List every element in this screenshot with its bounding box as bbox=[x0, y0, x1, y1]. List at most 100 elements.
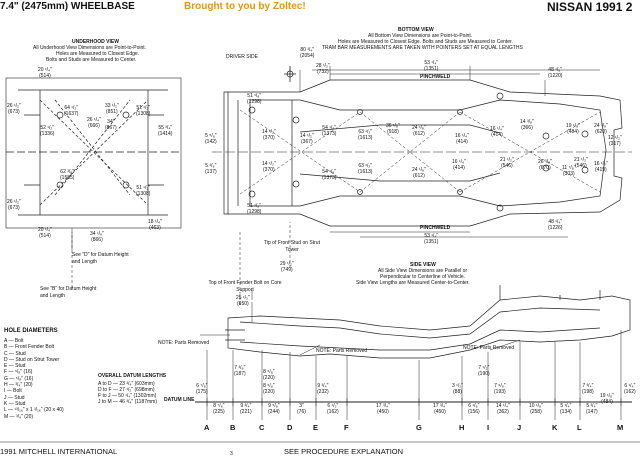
hole-item: G — ⁵/₈" (16) bbox=[4, 375, 34, 382]
datum-letter: J bbox=[517, 423, 522, 432]
bottom-dim: 48 ¹/₈"(1220) bbox=[548, 67, 563, 79]
bottom-dim: 24 ¹/₈"(612) bbox=[412, 125, 426, 137]
underhood-dim: 26 ¹/₂"(673) bbox=[7, 103, 21, 115]
bottom-dim: 48 ¹/₄"(1226) bbox=[548, 219, 563, 231]
bottom-dim: 5 ⁵/₈"(142) bbox=[205, 133, 217, 145]
datum-letter: C bbox=[259, 423, 265, 432]
bottom-dim: 14 ¹/₂"(370) bbox=[262, 129, 276, 141]
side-height-dim: 8 ⁵/₈"(220) bbox=[263, 383, 275, 395]
underhood-dim: 18 ¹/₄"(463) bbox=[148, 219, 162, 231]
bottom-view-outline bbox=[212, 66, 632, 238]
bottom-dim: 63 ¹/₂"(1613) bbox=[358, 163, 373, 175]
overall-datum-list: A to D — 23 ³/₄" (603mm) D to F — 27 ¹/₂… bbox=[98, 381, 157, 405]
side-height-dim: 8 ⁵/₈"(220) bbox=[263, 369, 275, 381]
bottom-title: BOTTOM VIEW bbox=[398, 27, 434, 33]
hole-item: A — Bolt bbox=[4, 338, 24, 344]
bottom-note-1: All Bottom View Dimensions are Point-to-… bbox=[368, 33, 473, 39]
side-height-dim: 7 ⁵/₈"(193) bbox=[494, 383, 506, 395]
hole-item: D — Stud on Strut Tower bbox=[4, 356, 60, 363]
hole-item: B — Front Fender Bolt bbox=[4, 344, 55, 351]
parts-removed-note: NOTE: Parts Removed bbox=[158, 340, 210, 346]
bottom-dim: 36 ¹/₈"(918) bbox=[386, 123, 400, 135]
underhood-dim: 55 ³/₄"(1414) bbox=[158, 125, 173, 137]
bottom-dim: 28 ¹/₂"(732) bbox=[316, 63, 330, 75]
bottom-dim: 5 ³/₈"(137) bbox=[205, 163, 217, 175]
model-heading: NISSAN 1991 2 bbox=[547, 0, 633, 14]
underhood-note-1: All Underhood View Dimensions are Point-… bbox=[33, 45, 147, 51]
datum-letter: D bbox=[287, 423, 293, 432]
overall-item: J to M — 46 ³/₄" (1187mm) bbox=[98, 399, 158, 405]
side-length-dim: 5 ³/₄"(147) bbox=[586, 403, 598, 415]
hole-item: E — Stud bbox=[4, 363, 26, 370]
side-view-outline bbox=[225, 285, 631, 359]
hole-item: K — Stud bbox=[4, 400, 26, 407]
bottom-dim: 51 ¹/₈"(1298) bbox=[247, 203, 262, 215]
wheelbase-heading: 7.4" (2475mm) WHEELBASE bbox=[0, 1, 135, 12]
underhood-dim: 51 ¹/₂"(1308) bbox=[136, 185, 151, 197]
underhood-note-3: Bolts and Studs are Measured to Center. bbox=[46, 57, 137, 63]
overall-item: A to D — 23 ³/₄" (603mm) bbox=[98, 381, 155, 387]
bottom-dim: 53 ¹/₄"(1351) bbox=[424, 233, 439, 245]
side-length-dim: 9 ³/₄"(221) bbox=[240, 403, 252, 415]
underhood-dim: 34 ¹/₈"(866) bbox=[90, 231, 104, 243]
datum-letter: B bbox=[230, 423, 236, 432]
overall-item: F to J — 50 ¹/₄" (1302mm) bbox=[98, 393, 157, 399]
underhood-dim: 64 ¹/₂"(1637) bbox=[64, 105, 79, 117]
front-fender-label: Top of Front Fender Bolt on Core Support bbox=[208, 280, 282, 293]
bottom-dim: 54 ¹/₈"(1373) bbox=[322, 169, 337, 181]
bottom-dim: 21 ¹/₂"(546) bbox=[574, 157, 588, 169]
underhood-dim: 26 ¹/₂"(673) bbox=[7, 199, 21, 211]
bottom-dim: 54 ¹/₈"(1373) bbox=[322, 125, 337, 137]
bottom-dim: 51 ¹/₈"(1298) bbox=[247, 93, 262, 105]
side-length-dim: 5 ¹/₄"(134) bbox=[560, 403, 572, 415]
bottom-note-2: Holes are Measured to Closest Edge. Bolt… bbox=[338, 39, 513, 45]
side-height-dim: 9 ³/₄"(232) bbox=[317, 383, 329, 395]
side-length-dim: 14 ¹/₄"(362) bbox=[496, 403, 510, 415]
hole-item: F — ⁵/₈" (16) bbox=[4, 369, 33, 376]
parts-removed-note: NOTE: Parts Removed bbox=[463, 345, 515, 351]
side-note-1: All Side View Dimensions are Parallel or bbox=[378, 268, 468, 274]
datum-verticals bbox=[206, 330, 622, 420]
driver-side-label: DRIVER SIDE bbox=[226, 54, 258, 60]
hole-item: C — Stud bbox=[4, 350, 26, 357]
hole-item: I — Bolt bbox=[4, 388, 22, 395]
underhood-title: UNDERHOOD VIEW bbox=[72, 39, 119, 45]
underhood-dim: 34"(867) bbox=[105, 119, 117, 131]
bottom-dim: 24 ¹/₈"(612) bbox=[412, 167, 426, 179]
hole-item: L — ¹³/₁₆" x 1 ³/₁₆" (20 x 40) bbox=[4, 407, 64, 414]
underhood-dim: 33 ¹/₂"(851) bbox=[105, 103, 119, 115]
procedure-link[interactable]: SEE PROCEDURE EXPLANATION bbox=[284, 447, 404, 456]
datum-letter: H bbox=[459, 423, 465, 432]
side-height-dim: 6 ⁷/₈"(175) bbox=[196, 383, 208, 395]
hole-diameters-title: HOLE DIAMETERS bbox=[4, 328, 58, 334]
datum-letter: G bbox=[416, 423, 422, 432]
side-height-dim: 7 ³/₄"(198) bbox=[582, 383, 594, 395]
bottom-dim: 21 ¹/₂"(546) bbox=[500, 157, 514, 169]
side-height-dim: 7 ³/₈"(187) bbox=[234, 365, 246, 377]
bottom-dim: 16 ¹/₄"(414) bbox=[455, 133, 469, 145]
underhood-dim: 51 ¹/₂"(1308) bbox=[136, 105, 151, 117]
bottom-dim: 80 ³/₄"(2054) bbox=[300, 47, 315, 59]
bottom-dim: 16 ¹/₂"(419) bbox=[594, 161, 608, 173]
side-length-dim: 6 ¹/₈"(156) bbox=[468, 403, 480, 415]
side-height-dim: 3 ¹/₂"(88) bbox=[452, 383, 463, 395]
datum-letter: K bbox=[552, 423, 558, 432]
datum-letter: L bbox=[577, 423, 582, 432]
bottom-dim: 16 ¹/₄"(414) bbox=[452, 159, 466, 171]
underhood-outline bbox=[5, 77, 182, 229]
front-stud-label: Tip of Front Stud on Strut Tower bbox=[264, 240, 320, 253]
side-length-dim: 6 ¹/₂"(162) bbox=[327, 403, 339, 415]
front-stud-dim: 29 ¹/₂"(749) bbox=[280, 261, 294, 273]
side-length-dim: 17 ³/₄"(450) bbox=[376, 403, 390, 415]
see-d-note: See "D" for Datum Height and Length bbox=[72, 252, 129, 265]
side-length-dim: 8 ⁷/₈"(225) bbox=[213, 403, 225, 415]
side-length-dim: 10 ¹/₈"(258) bbox=[529, 403, 543, 415]
underhood-dim: 52 ¹/₂"(1336) bbox=[40, 125, 55, 137]
bottom-dim: 26 ³/₈"(670) bbox=[538, 159, 552, 171]
side-note-2: Perpendicular to Centerline of Vehicle. bbox=[380, 274, 466, 280]
datum-letter: F bbox=[344, 423, 349, 432]
copyright-text: 1991 MITCHELL INTERNATIONAL bbox=[0, 447, 118, 456]
datum-letter: M bbox=[617, 423, 624, 432]
bottom-dim: 16 ¹/₄"(414) bbox=[490, 126, 504, 138]
